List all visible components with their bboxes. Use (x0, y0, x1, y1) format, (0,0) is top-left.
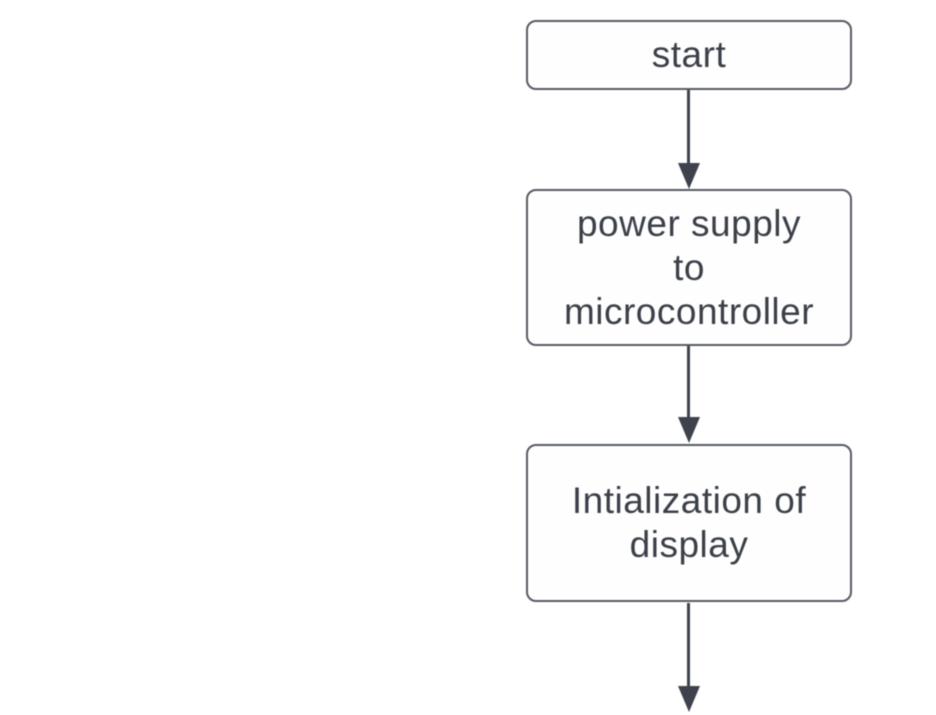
arrow-start-to-power-supply (677, 90, 701, 189)
arrow-power-supply-to-init-display (677, 346, 701, 443)
arrow-shaft (687, 346, 690, 420)
node-start-label: start (651, 34, 727, 75)
flowchart-node-init-display: Intialization of display (526, 444, 852, 602)
arrow-shaft (687, 603, 690, 689)
node-power-supply-label: power supply to microcontroller (563, 202, 815, 332)
flowchart-node-power-supply: power supply to microcontroller (526, 189, 852, 346)
node-init-display-label: Intialization of display (571, 480, 807, 565)
arrow-head-icon (678, 417, 700, 443)
arrow-init-display-to-offscreen (677, 603, 701, 712)
arrow-head-icon (678, 686, 700, 712)
flowchart-node-start: start (526, 20, 852, 90)
arrow-head-icon (678, 163, 700, 189)
arrow-shaft (687, 90, 690, 166)
